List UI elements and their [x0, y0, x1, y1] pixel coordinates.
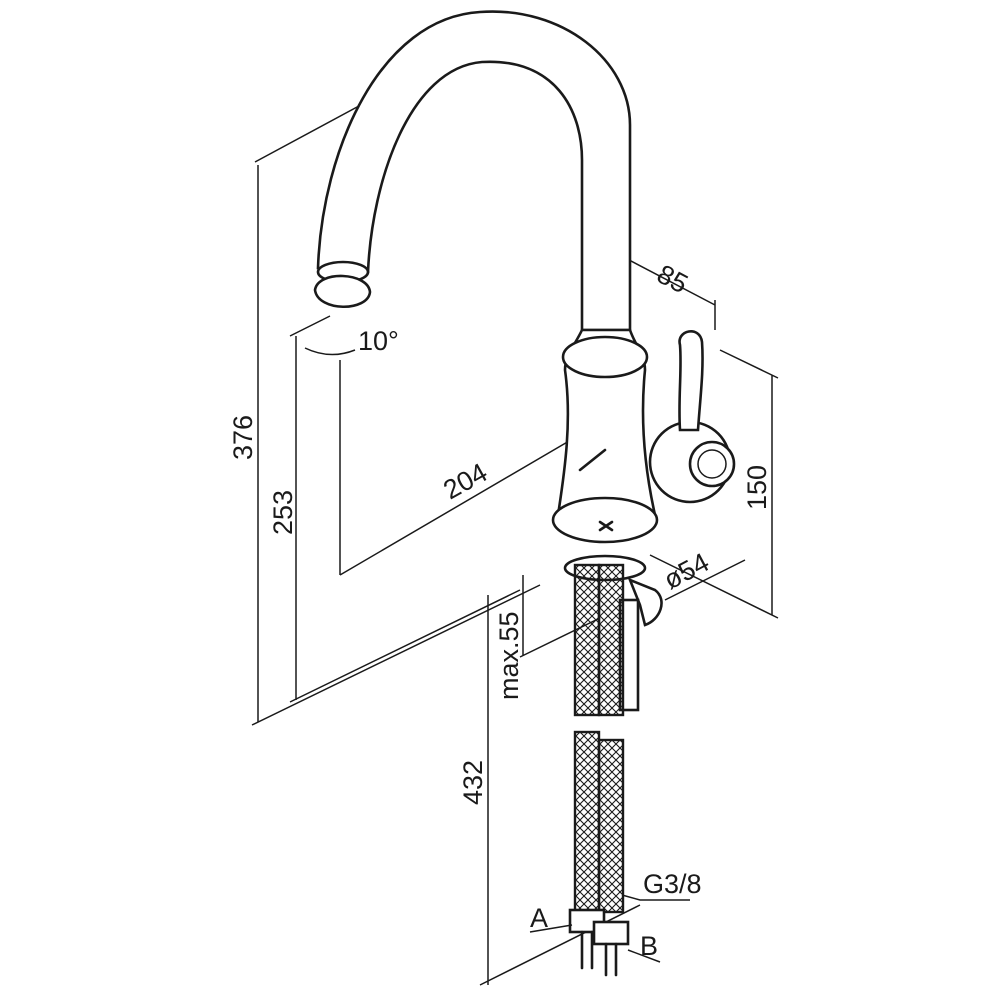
leader-lines — [529, 894, 690, 963]
dim-376: 376 — [228, 415, 258, 460]
dim-54: ø54 — [659, 547, 714, 595]
spout — [313, 10, 632, 332]
dim-150: 150 — [742, 465, 772, 510]
dim-85: 85 — [652, 259, 693, 300]
label-g38: G3/8 — [643, 869, 702, 899]
label-a: A — [530, 903, 548, 933]
handle — [648, 330, 736, 504]
dim-max55: max.55 — [494, 611, 524, 700]
dimension-lines — [251, 29, 779, 986]
dim-432: 432 — [458, 760, 488, 805]
dim-204: 204 — [438, 457, 492, 505]
label-b: B — [640, 931, 658, 961]
dim-10deg: 10° — [358, 326, 399, 356]
faucet-body — [551, 328, 659, 544]
dim-253: 253 — [268, 490, 298, 535]
hoses — [568, 563, 630, 977]
